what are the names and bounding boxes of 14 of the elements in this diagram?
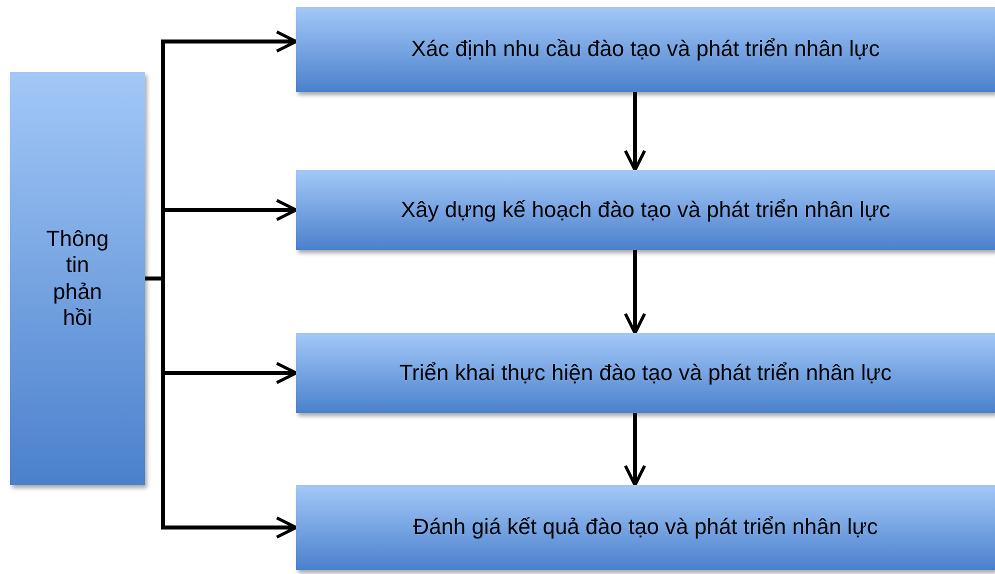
box-label: Xác định nhu cầu đào tạo và phát triển nhân lực — [410, 36, 881, 63]
arrow — [624, 413, 646, 487]
box-label: Thông tin phản hồi — [45, 226, 110, 332]
box-label: Đánh giá kết quả đào tạo và phát triển nhân lực — [412, 514, 879, 541]
arrow — [145, 276, 298, 539]
box-label: Xây dựng kế hoạch đào tạo và phát triển nhân lực — [400, 196, 892, 224]
arrow — [624, 92, 646, 172]
feedback-box — [10, 72, 145, 485]
arrow — [624, 250, 646, 335]
process-box — [296, 485, 995, 570]
process-box — [296, 333, 995, 413]
process-box — [296, 7, 995, 92]
box-label: Triển khai thực hiện đào tạo và phát triển nhân lực — [398, 360, 893, 386]
process-box — [296, 170, 995, 250]
